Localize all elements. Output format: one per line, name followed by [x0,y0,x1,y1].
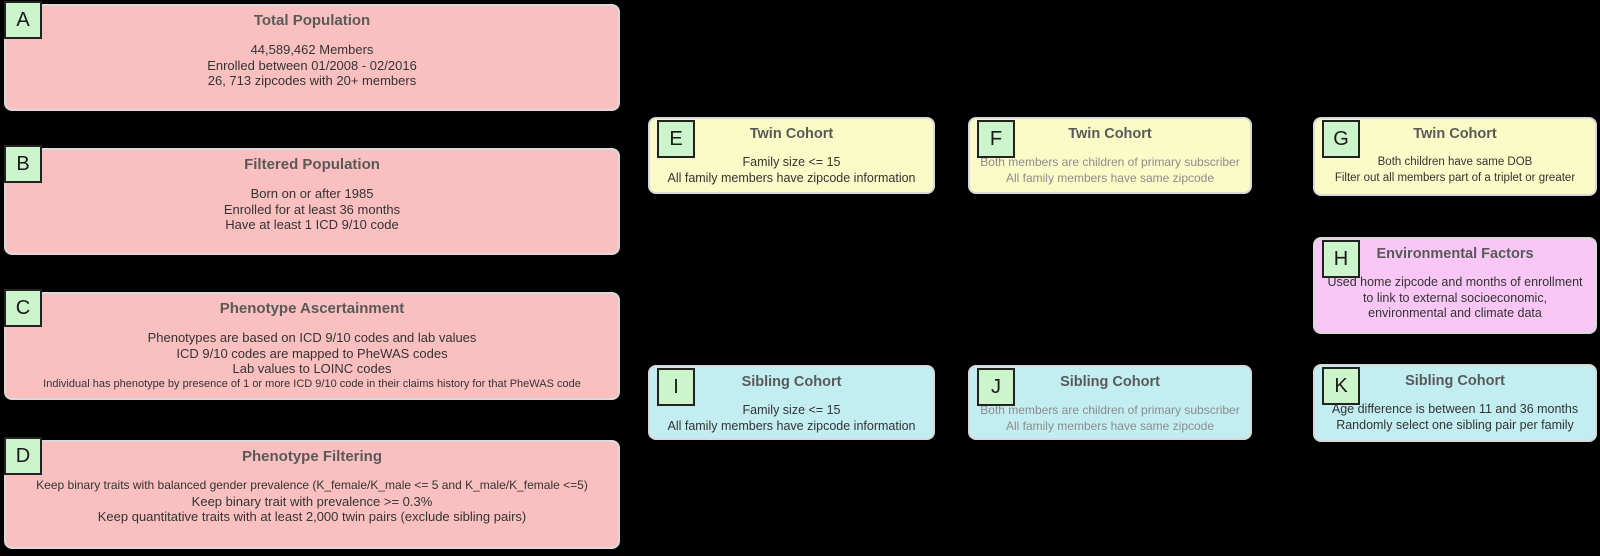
node-f-twin-cohort: F Twin Cohort Both members are children … [968,117,1252,194]
node-text-line: Born on or after 1985 [250,186,374,201]
node-a-total-population: A Total Population 44,589,462 Members En… [4,1,620,111]
node-text-line: Randomly select one sibling pair per fam… [1336,417,1574,432]
node-text-line: Both children have same DOB [1377,156,1533,168]
node-text-line: Keep quantitative traits with at least 2… [97,509,527,524]
node-body: Used home zipcode and months of enrollme… [1315,275,1595,322]
node-title: Twin Cohort [749,126,834,142]
node-text-line: 26, 713 zipcodes with 20+ members [207,73,417,88]
node-text-line: Enrolled between 01/2008 - 02/2016 [207,57,417,73]
node-title: Sibling Cohort [1060,374,1160,390]
node-body: Both children have same DOB Filter out a… [1315,155,1595,186]
node-label-d: D [4,437,42,475]
node-text-line: Keep binary trait with prevalence >= 0.3… [191,493,433,509]
node-k-sibling-cohort: K Sibling Cohort Age difference is betwe… [1313,364,1597,442]
node-title: Phenotype Filtering [241,448,382,465]
node-text-line: Used home zipcode and months of enrollme… [1327,275,1583,320]
node-body: Family size <= 15 All family members hav… [650,403,933,434]
node-title: Filtered Population [244,156,380,173]
node-g-twin-cohort: G Twin Cohort Both children have same DO… [1313,117,1597,196]
node-title: Total Population [253,12,371,29]
node-text-line: Family size <= 15 [742,155,841,169]
node-title: Environmental Factors [1376,246,1534,262]
node-label-e: E [657,120,695,158]
node-text-line: Both members are children of primary sub… [980,403,1240,417]
node-body: Both members are children of primary sub… [970,155,1250,186]
node-text-line: All family members have zipcode informat… [667,170,916,185]
node-label-g: G [1322,120,1360,158]
node-text-line: Age difference is between 11 and 36 mont… [1331,402,1579,416]
node-label-i: I [657,368,695,406]
node-title: Twin Cohort [1068,126,1152,142]
node-title: Sibling Cohort [741,374,842,390]
node-text-line: 44,589,462 Members [250,42,374,57]
node-body: Keep binary traits with balanced gender … [6,478,618,525]
node-title: Sibling Cohort [1405,373,1505,389]
node-body: Age difference is between 11 and 36 mont… [1315,402,1595,433]
node-text-line: Individual has phenotype by presence of … [43,377,581,390]
node-b-filtered-population: B Filtered Population Born on or after 1… [4,145,620,255]
node-label-a: A [4,1,42,39]
node-text-line: Lab values to LOINC codes [232,361,392,376]
node-h-environmental-factors: H Environmental Factors Used home zipcod… [1313,237,1597,334]
node-text-line: Filter out all members part of a triplet… [1334,171,1576,184]
node-text-line: All family members have zipcode informat… [667,418,916,433]
node-body: 44,589,462 Members Enrolled between 01/2… [6,42,618,89]
node-text-line: Enrolled for at least 36 months [223,201,401,217]
node-text-line: Both members are children of primary sub… [980,155,1240,169]
node-label-c: C [4,289,42,327]
node-text-line: Have at least 1 ICD 9/10 code [225,217,399,232]
node-text-line: Phenotypes are based on ICD 9/10 codes a… [147,330,477,345]
node-text-line: Keep binary traits with balanced gender … [36,478,588,492]
node-e-twin-cohort: E Twin Cohort Family size <= 15 All fami… [648,117,935,194]
node-body: Family size <= 15 All family members hav… [650,155,933,186]
node-d-phenotype-filtering: D Phenotype Filtering Keep binary traits… [4,437,620,549]
node-text-line: Family size <= 15 [742,403,841,417]
node-text-line: All family members have same zipcode [1005,418,1215,433]
node-body: Born on or after 1985 Enrolled for at le… [6,186,618,233]
node-c-phenotype-ascertainment: C Phenotype Ascertainment Phenotypes are… [4,289,620,400]
node-label-f: F [977,120,1015,158]
node-label-b: B [4,145,42,183]
node-j-sibling-cohort: J Sibling Cohort Both members are childr… [968,365,1252,440]
node-body: Phenotypes are based on ICD 9/10 codes a… [6,330,618,392]
node-body: Both members are children of primary sub… [970,403,1250,434]
node-text-line: All family members have same zipcode [1005,170,1215,185]
node-text-line: ICD 9/10 codes are mapped to PheWAS code… [176,345,448,361]
node-title: Twin Cohort [1413,126,1497,142]
node-i-sibling-cohort: I Sibling Cohort Family size <= 15 All f… [648,365,935,440]
node-title: Phenotype Ascertainment [219,300,405,317]
node-label-j: J [977,368,1015,406]
node-label-h: H [1322,240,1360,278]
node-label-k: K [1322,367,1360,405]
